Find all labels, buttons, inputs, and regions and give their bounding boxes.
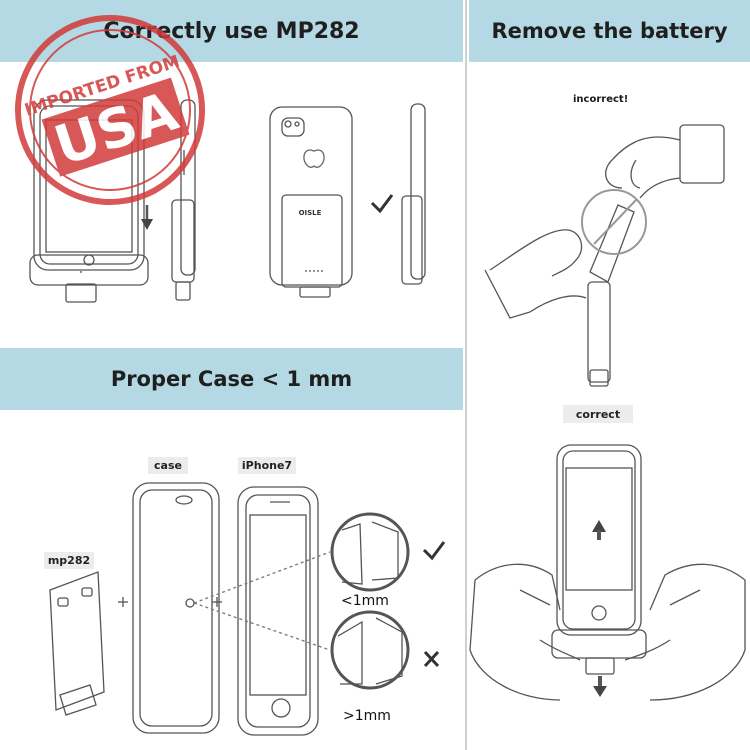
incorrect-hand-illustration <box>484 124 725 387</box>
mp282-battery-illustration <box>49 571 105 716</box>
down-arrow-icon-2 <box>593 676 607 697</box>
gt-1mm-label: >1mm <box>343 708 391 724</box>
iphone7-label: iPhone7 <box>238 457 296 474</box>
check-icon-1 <box>370 194 394 214</box>
correct-phone-illustration <box>551 444 647 675</box>
proper-case-banner: Proper Case < 1 mm <box>0 348 463 410</box>
iphone7-illustration <box>237 486 319 736</box>
cross-icon <box>423 650 440 668</box>
proper-case-title: Proper Case < 1 mm <box>110 367 353 391</box>
case-illustration <box>132 482 220 734</box>
phone-side-view-2 <box>401 103 426 285</box>
zoom-circle-thick <box>330 610 410 690</box>
phone-back-illustration <box>269 106 353 298</box>
down-arrow-icon <box>141 205 153 230</box>
up-arrow-icon <box>592 520 606 540</box>
remove-battery-title: Remove the battery <box>491 19 728 43</box>
correct-label: correct <box>563 405 633 423</box>
phone-side-view-1 <box>171 99 196 301</box>
zoom-circle-thin <box>330 512 410 592</box>
apple-logo-icon <box>303 149 325 168</box>
case-label: case <box>148 457 188 474</box>
remove-battery-banner: Remove the battery <box>469 0 750 62</box>
brand-text: OISLE <box>299 209 322 217</box>
lt-1mm-label: <1mm <box>341 593 389 609</box>
check-icon-2 <box>422 541 446 561</box>
mp282-label: mp282 <box>44 552 94 569</box>
incorrect-label: incorrect! <box>573 94 629 105</box>
zoom-lines <box>193 551 331 651</box>
correct-use-banner: Correctly use MP282 <box>0 0 463 62</box>
holding-hands-illustration <box>469 563 746 701</box>
